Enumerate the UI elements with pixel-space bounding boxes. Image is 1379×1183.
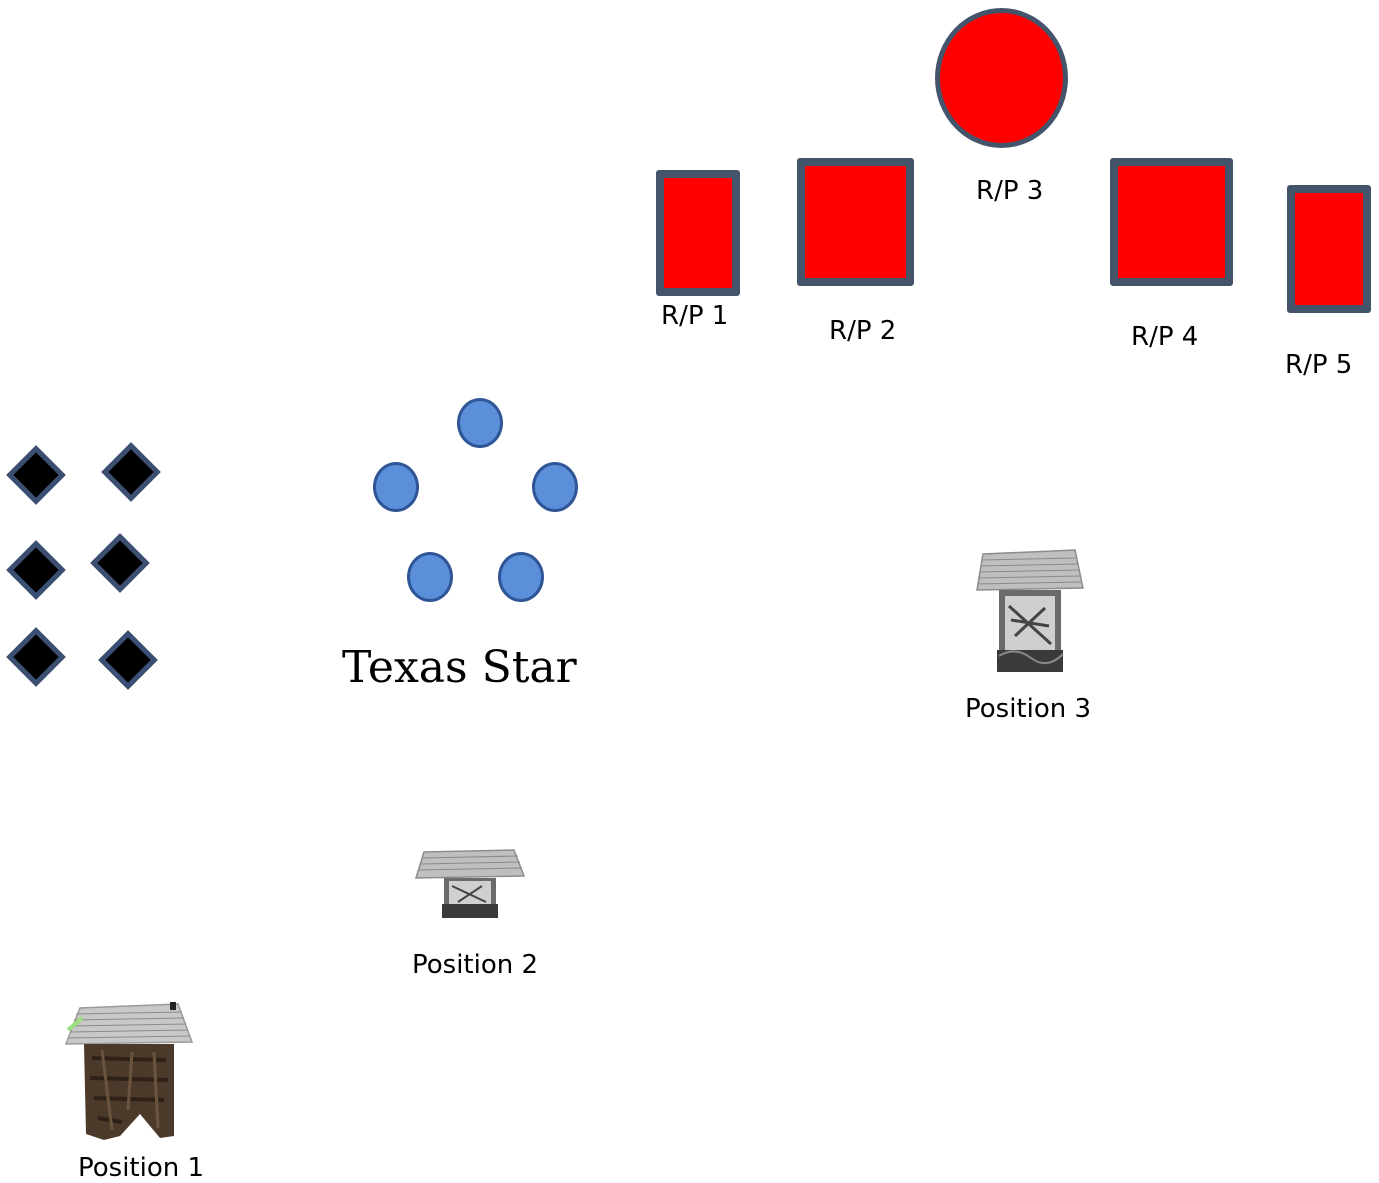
label-position-2: Position 2: [412, 950, 539, 980]
position-2-stand-image: [414, 849, 526, 918]
diamond-target-6: [98, 630, 158, 690]
texas-star-plate-top: [457, 398, 503, 448]
diamond-target-2: [101, 442, 161, 502]
label-rp5: R/P 5: [1285, 350, 1353, 380]
position-3-stand-image: [976, 549, 1084, 672]
texas-star-plate-right: [532, 462, 578, 512]
diamond-target-3: [6, 540, 66, 600]
target-rp5: [1287, 185, 1371, 313]
texas-star-plate-bottom-right: [498, 552, 544, 602]
diamond-target-5: [6, 627, 66, 687]
texas-star-plate-left: [373, 462, 419, 512]
diamond-target-1: [6, 445, 66, 505]
label-position-1: Position 1: [78, 1153, 205, 1183]
label-rp2: R/P 2: [829, 316, 897, 346]
texas-star-label: Texas Star: [342, 642, 577, 693]
target-rp3: [935, 8, 1068, 148]
texas-star-plate-bottom-left: [407, 552, 453, 602]
target-rp2: [797, 158, 914, 286]
label-rp3: R/P 3: [976, 176, 1044, 206]
label-position-3: Position 3: [965, 694, 1092, 724]
target-rp4: [1110, 158, 1233, 286]
label-rp4: R/P 4: [1131, 322, 1199, 352]
label-rp1: R/P 1: [661, 301, 729, 331]
target-rp1: [656, 170, 740, 296]
position-1-stand-image: [64, 1002, 194, 1140]
diamond-target-4: [90, 533, 150, 593]
